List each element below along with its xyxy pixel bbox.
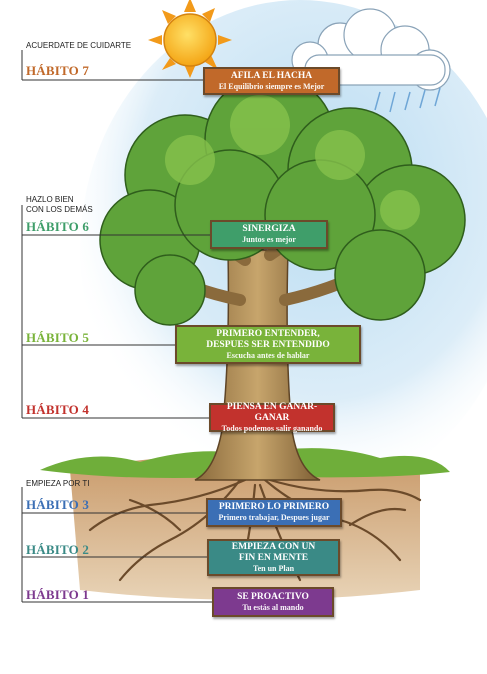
- group-label-cuidarte: ACUERDATE DE CUIDARTE: [26, 41, 132, 50]
- sign-subtitle: Escucha antes de hablar: [226, 350, 310, 360]
- sign-habit-6: SINERGIZA Juntos es mejor: [210, 220, 328, 249]
- sign-title: PRIMERO LO PRIMERO: [218, 502, 330, 512]
- sign-title-line-1: EMPIEZA CON UN: [231, 541, 316, 552]
- group-label-con-los-demas: CON LOS DEMÁS: [26, 205, 93, 214]
- habit-label-3: HÁBITO 3: [26, 497, 90, 512]
- sign-title: SINERGIZA: [242, 224, 296, 234]
- sign-subtitle: Todos podemos salir ganando: [221, 423, 323, 433]
- sign-subtitle: Primero trabajar, Despues jugar: [218, 513, 330, 522]
- sign-habit-4: PIENSA EN GANAR-GANAR Todos podemos sali…: [209, 401, 335, 433]
- sign-habit-5: PRIMERO ENTENDER, DESPUES SER ENTENDIDO …: [175, 325, 361, 364]
- habit-label-7: HÁBITO 7: [26, 63, 90, 78]
- habit-label-6: HÁBITO 6: [26, 219, 90, 234]
- cloud: [291, 8, 451, 91]
- sign-subtitle: Ten un Plan: [252, 563, 295, 573]
- rain: [374, 87, 441, 113]
- sign-subtitle: Juntos es mejor: [242, 235, 296, 244]
- sign-subtitle: El Equilibrio siempre es Mejor: [218, 81, 325, 91]
- sign-habit-2: EMPIEZA CON UN FIN EN MENTE Ten un Plan: [207, 539, 340, 576]
- sign-title: AFILA EL HACHA: [230, 70, 313, 81]
- sign-habit-1: SE PROACTIVO Tu estás al mando: [212, 587, 334, 617]
- sign-title: SE PROACTIVO: [237, 591, 309, 602]
- sign-title-line-2: DESPUES SER ENTENDIDO: [206, 339, 330, 350]
- group-label-empieza-por-ti: EMPIEZA POR TI: [26, 479, 90, 488]
- habit-label-4: HÁBITO 4: [26, 402, 90, 417]
- group-label-hazlo-bien: HAZLO BIEN: [26, 195, 74, 204]
- sun-icon: [148, 0, 232, 78]
- connector-lines: [21, 50, 212, 603]
- habit-label-1: HÁBITO 1: [26, 587, 90, 602]
- sign-subtitle: Tu estás al mando: [242, 602, 304, 612]
- sign-habit-3: PRIMERO LO PRIMERO Primero trabajar, Des…: [206, 498, 342, 527]
- sign-title-line-2: FIN EN MENTE: [238, 552, 309, 563]
- habit-label-2: HÁBITO 2: [26, 542, 90, 557]
- sign-title-line-1: PRIMERO ENTENDER,: [216, 328, 320, 339]
- sign-habit-7: AFILA EL HACHA El Equilibrio siempre es …: [203, 67, 340, 95]
- canopy-highlights: [165, 95, 420, 230]
- habit-label-5: HÁBITO 5: [26, 330, 90, 345]
- sign-title: PIENSA EN GANAR-GANAR: [226, 401, 318, 423]
